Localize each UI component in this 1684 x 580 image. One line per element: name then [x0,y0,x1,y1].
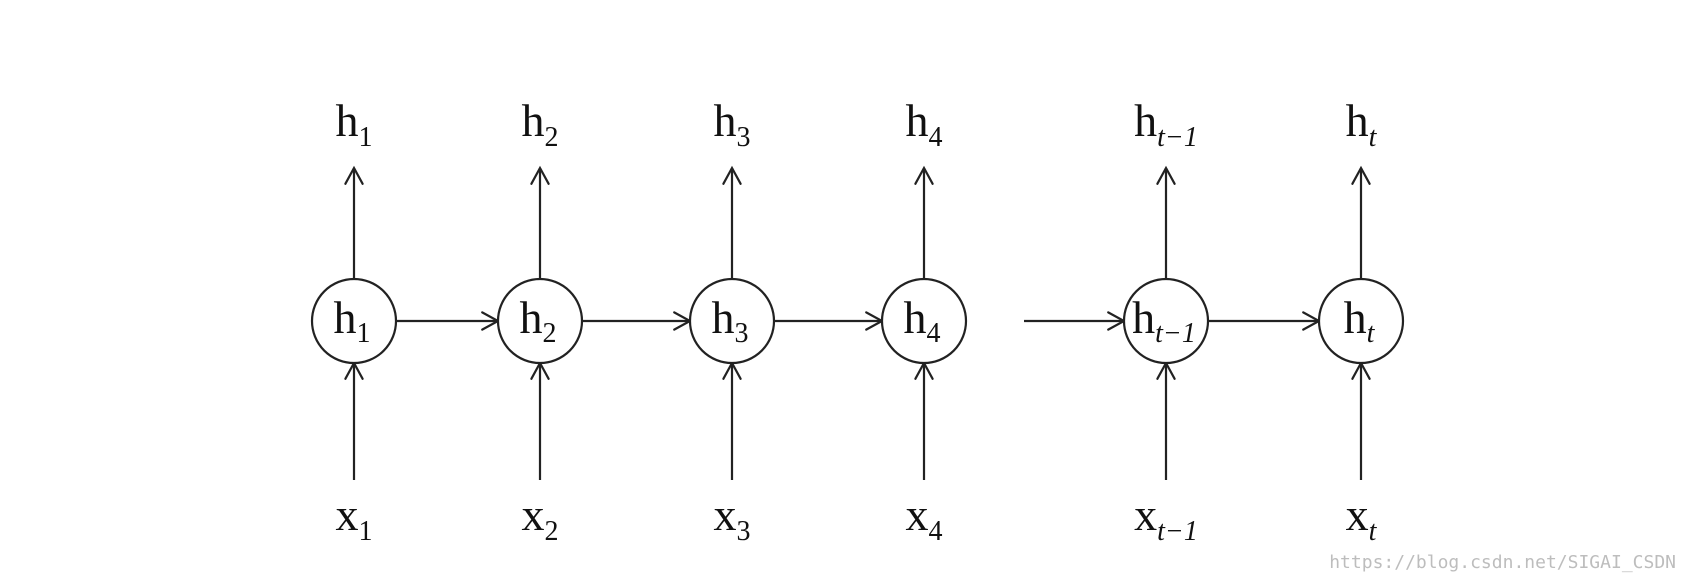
output-label-4-base: h [906,95,929,146]
output-arrow-4 [914,165,934,279]
input-label-t-1-base: x [1134,489,1157,540]
output-label-4: h4 [906,95,943,153]
hidden-node-4 [880,277,968,365]
node-label-t-1-base: h [1132,292,1155,343]
node-label-4-base: h [904,292,927,343]
hidden-node-t [1317,277,1405,365]
input-label-2: x2 [522,489,559,547]
output-arrow-3 [722,165,742,279]
output-label-4-subscript: 4 [929,122,943,153]
output-label-3-subscript: 3 [737,122,751,153]
input-label-t-subscript: t [1369,516,1378,547]
node-label-3-base: h [712,292,735,343]
node-label-1-base: h [334,292,357,343]
node-label-2-subscript: 2 [543,318,557,349]
input-label-t-1: xt−1 [1134,489,1198,547]
output-arrow-4-head [914,165,934,185]
output-label-t-subscript: t [1369,122,1378,153]
node-label-t: ht [1344,292,1376,349]
output-label-t: ht [1346,95,1378,153]
output-arrow-1-head [344,165,364,185]
input-label-t: xt [1346,489,1378,547]
hidden-node-1 [310,277,398,365]
input-label-t-base: x [1346,489,1369,540]
node-label-t-subscript: t [1367,318,1376,349]
output-label-t-1-base: h [1134,95,1157,146]
input-arrow-3 [722,360,742,480]
hidden-node-3 [688,277,776,365]
input-arrow-t [1351,360,1371,480]
output-arrow-1 [344,165,364,279]
output-label-3-base: h [714,95,737,146]
recurrent-edge-2-to-3 [582,311,693,331]
recurrent-edge-3-to-4 [774,311,885,331]
output-label-t-base: h [1346,95,1369,146]
input-label-3-base: x [714,489,737,540]
node-label-t-1-subscript: t−1 [1155,318,1196,349]
output-arrow-2 [530,165,550,279]
output-label-1-base: h [336,95,359,146]
output-label-1-subscript: 1 [359,122,373,153]
input-arrow-4 [914,360,934,480]
input-label-1-subscript: 1 [359,516,373,547]
input-label-4: x4 [906,489,943,547]
input-arrow-1 [344,360,364,480]
output-label-t-1: ht−1 [1134,95,1198,153]
output-arrow-t [1351,165,1371,279]
input-label-1-base: x [336,489,359,540]
node-label-1-subscript: 1 [357,318,371,349]
node-label-4-subscript: 4 [927,318,941,349]
input-label-3-subscript: 3 [737,516,751,547]
input-label-2-base: x [522,489,545,540]
output-arrow-t-1-head [1156,165,1176,185]
units-layer: h1h1x1h2h2x2h3h3x3h4h4x4ht−1ht−1xt−1htht… [310,95,1405,547]
input-arrow-t-1 [1156,360,1176,480]
watermark-text: https://blog.csdn.net/SIGAI_CSDN [1329,552,1676,573]
hidden-node-2 [496,277,584,365]
output-arrow-t-head [1351,165,1371,185]
input-label-t-1-subscript: t−1 [1157,516,1198,547]
input-label-4-base: x [906,489,929,540]
input-arrow-2 [530,360,550,480]
output-label-t-1-subscript: t−1 [1157,122,1198,153]
output-arrow-t-1 [1156,165,1176,279]
recurrent-edge-1-to-2 [396,311,501,331]
output-arrow-3-head [722,165,742,185]
input-label-1: x1 [336,489,373,547]
node-label-t-base: h [1344,292,1367,343]
unit-t-1: ht−1ht−1xt−1 [1122,95,1210,547]
output-arrow-2-head [530,165,550,185]
node-label-3-subscript: 3 [735,318,749,349]
hidden-node-t-1 [1122,277,1210,365]
node-label-1: h1 [334,292,371,349]
node-label-t-1: ht−1 [1132,292,1196,349]
input-label-2-subscript: 2 [545,516,559,547]
input-label-3: x3 [714,489,751,547]
output-label-2: h2 [522,95,559,153]
node-label-2: h2 [520,292,557,349]
node-label-2-base: h [520,292,543,343]
input-label-4-subscript: 4 [929,516,943,547]
recurrent-edge-t-1-to-t [1208,311,1322,331]
node-label-3: h3 [712,292,749,349]
output-label-2-base: h [522,95,545,146]
output-label-3: h3 [714,95,751,153]
output-label-2-subscript: 2 [545,122,559,153]
output-label-1: h1 [336,95,373,153]
node-label-4: h4 [904,292,941,349]
recurrent-edge-in-to-t-1 [1024,311,1127,331]
